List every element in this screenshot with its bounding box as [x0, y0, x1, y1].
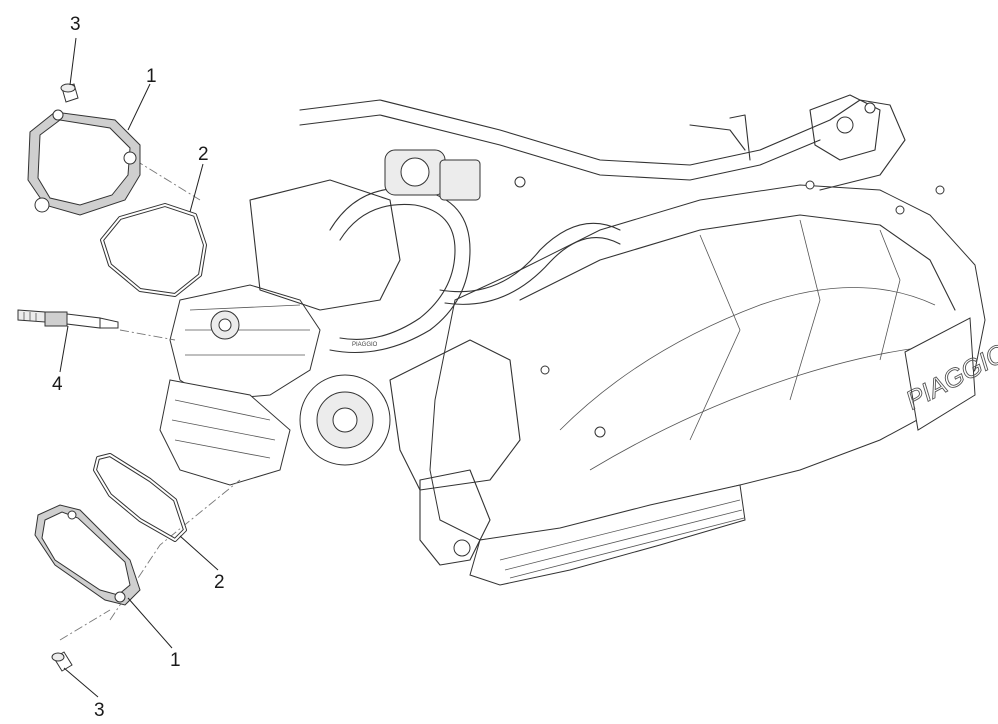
cover-bottom	[34, 504, 141, 606]
callout-3-top: 3	[70, 14, 81, 35]
callout-3-bottom: 3	[94, 700, 105, 721]
svg-text:PIAGGIO: PIAGGIO	[352, 342, 378, 348]
callout-4: 4	[52, 374, 63, 395]
callout-2-top: 2	[198, 144, 209, 165]
callout-1-bottom: 1	[170, 650, 181, 671]
callout-1-top: 1	[146, 66, 157, 87]
callout-labels: 3 1 2 4 2 1 3	[52, 14, 225, 721]
gasket-top	[100, 203, 207, 297]
gasket-bottom	[93, 453, 187, 542]
screw-top	[60, 83, 79, 103]
head-cover-top	[27, 109, 141, 216]
spark-plug	[17, 309, 119, 329]
leader-lines	[59, 37, 219, 698]
screw-bottom	[51, 651, 73, 672]
callout-2-bottom: 2	[214, 572, 225, 593]
engine-assembly: PIAGGIO PIAGGIO	[159, 94, 998, 586]
